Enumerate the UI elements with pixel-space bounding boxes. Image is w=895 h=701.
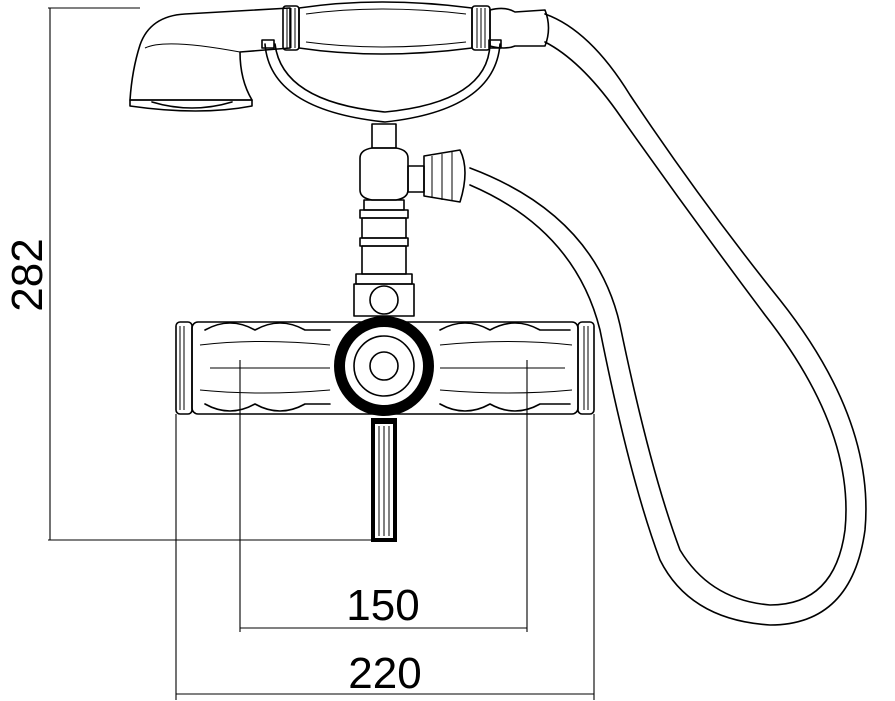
shower-cradle (261, 39, 502, 123)
inner-width-label: 150 (346, 581, 419, 630)
height-label: 282 (3, 238, 52, 311)
hand-shower-icon (129, 1, 550, 112)
faucet-column (353, 123, 466, 317)
outer-width-label: 220 (348, 649, 421, 698)
inner-width-dimension: 150 (239, 360, 528, 632)
height-dimension: 282 (3, 7, 376, 541)
shower-hose (469, 13, 867, 626)
outer-width-dimension: 220 (175, 414, 595, 700)
faucet-body (175, 316, 595, 542)
